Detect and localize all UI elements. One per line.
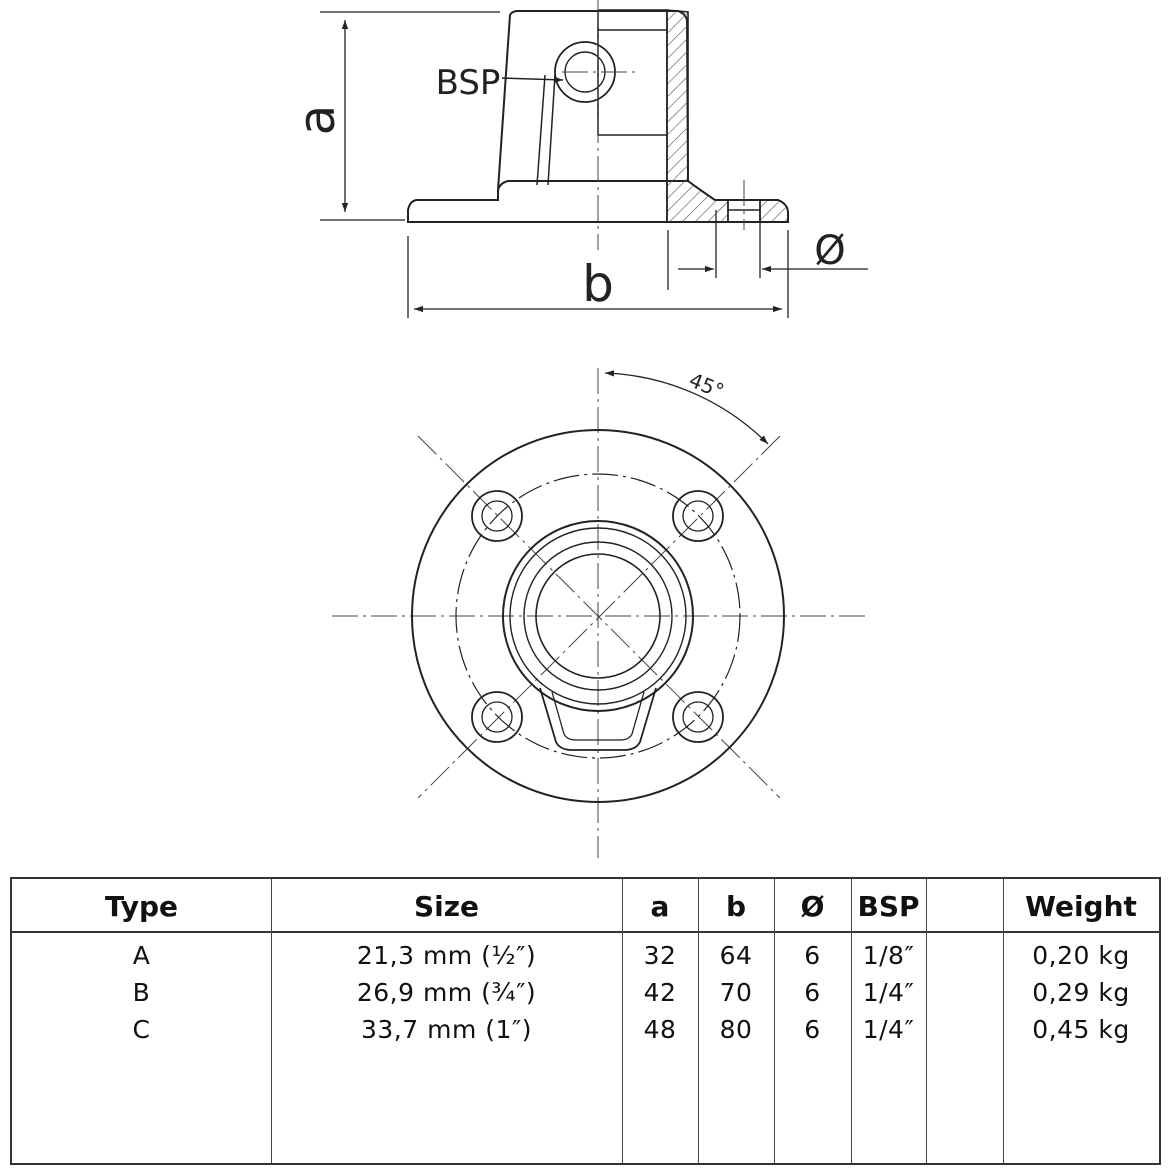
cell-size: 21,3 mm (½″) (356, 941, 537, 970)
column-divider (926, 879, 927, 1163)
base-flange (407, 180, 789, 223)
column-divider (851, 879, 852, 1163)
column-divider (698, 879, 699, 1163)
dimension-diameter (667, 210, 868, 290)
dimension-b (407, 230, 789, 318)
cell-a: 48 (643, 1015, 677, 1044)
cell-empty (926, 1012, 1003, 1048)
header-divider (12, 931, 1159, 933)
label-angle: 45° (686, 368, 728, 404)
cell-size: 33,7 mm (1″) (360, 1015, 532, 1044)
cell-diameter: 6 (804, 941, 821, 970)
bolt-circle (455, 473, 741, 759)
label-a: a (288, 105, 346, 136)
column-divider (774, 879, 775, 1163)
cell-empty (926, 975, 1003, 1011)
label-bsp: BSP (436, 63, 501, 103)
cell-bsp: 1/8″ (862, 941, 915, 970)
technical-drawing: a b Ø BSP (288, 0, 868, 858)
cell-b: 80 (719, 1015, 753, 1044)
label-b: b (582, 255, 614, 313)
cell-weight: 0,29 kg (1032, 978, 1130, 1007)
header-bsp: BSP (857, 890, 920, 923)
header-empty (926, 887, 1003, 927)
dimension-a (320, 11, 500, 221)
cell-type: C (132, 1015, 151, 1044)
column-divider (271, 879, 272, 1163)
bore-hole (597, 9, 668, 222)
cell-a: 32 (643, 941, 677, 970)
header-type: Type (104, 890, 179, 923)
cell-diameter: 6 (804, 1015, 821, 1044)
angle-arc (604, 370, 769, 445)
bsp-lug (539, 687, 657, 751)
cell-bsp: 1/4″ (862, 1015, 915, 1044)
bsp-leader (501, 76, 564, 83)
spec-table: Type Size a b Ø BSP Weight A 21,3 mm (½″… (10, 877, 1161, 1165)
boss-outer (502, 520, 694, 712)
top-view (332, 368, 865, 858)
cell-weight: 0,45 kg (1032, 1015, 1130, 1044)
header-diameter: Ø (800, 890, 825, 923)
column-divider (1003, 879, 1004, 1163)
hatched-section (666, 9, 729, 223)
bolt-holes (471, 490, 724, 743)
cell-a: 42 (643, 978, 677, 1007)
column-divider (622, 879, 623, 1163)
side-center-lines (562, 0, 745, 250)
boss-inner (535, 553, 661, 679)
cell-b: 70 (719, 978, 753, 1007)
label-diameter: Ø (814, 228, 845, 274)
cell-b: 64 (719, 941, 753, 970)
cell-type: B (132, 978, 151, 1007)
cell-empty (926, 938, 1003, 974)
cell-bsp: 1/4″ (862, 978, 915, 1007)
header-weight: Weight (1025, 890, 1137, 923)
cell-weight: 0,20 kg (1032, 941, 1130, 970)
cell-size: 26,9 mm (¾″) (356, 978, 537, 1007)
header-size: Size (413, 890, 480, 923)
flange-outline (411, 429, 785, 803)
header-a: a (650, 890, 670, 923)
cell-type: A (132, 941, 151, 970)
header-b: b (725, 890, 747, 923)
cell-diameter: 6 (804, 978, 821, 1007)
